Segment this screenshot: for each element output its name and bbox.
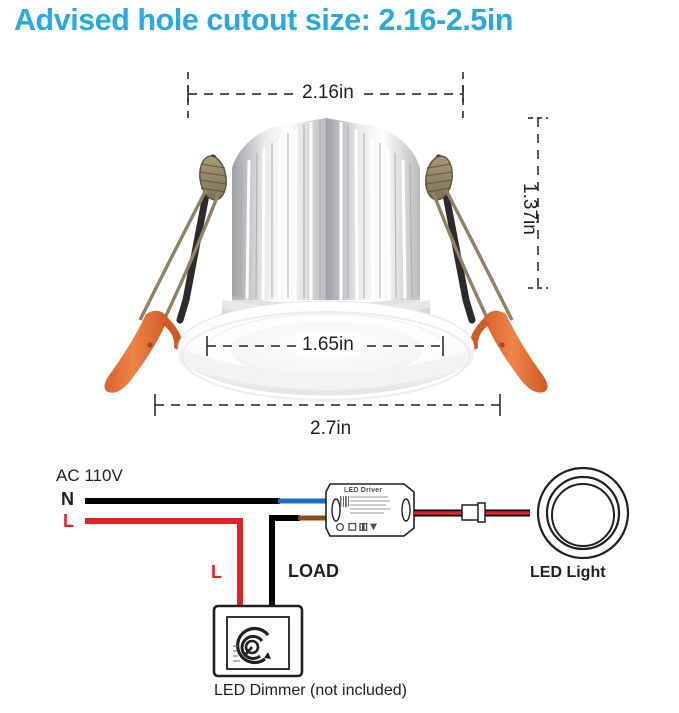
wire-live [85, 518, 243, 607]
driver-strain-relief-right [401, 498, 411, 522]
neutral-label: N [61, 489, 74, 509]
page-title: Advised hole cutout size: 2.16-2.5in [14, 2, 514, 37]
wire-load [269, 515, 330, 607]
live-branch-label: L [211, 562, 222, 582]
wire-driver-output [414, 502, 530, 523]
led-driver-label: LED Driver [344, 487, 383, 494]
spring-clip-right [425, 154, 548, 393]
led-dimmer-label: LED Dimmer (not included) [214, 682, 407, 699]
driver-barcode [340, 496, 349, 507]
dimension-label-outer-diameter: 2.7in [304, 418, 358, 440]
load-label: LOAD [288, 561, 339, 581]
led-light-symbol [536, 466, 630, 560]
driver-strain-relief-left [331, 498, 341, 522]
dimmer-knob-icon [236, 626, 271, 665]
led-driver [325, 483, 415, 537]
driver-spec-lines [350, 496, 391, 514]
dimmer-scale-marks [233, 645, 240, 662]
dimension-label-inner-diameter: 1.65in [296, 334, 360, 356]
dimension-label-top-width: 2.16in [296, 82, 360, 104]
led-dimmer [212, 604, 304, 678]
live-label: L [63, 511, 74, 531]
driver-certification-marks [335, 522, 387, 532]
wire-connector [461, 502, 486, 523]
ac-supply-label: AC 110V [56, 466, 123, 485]
spring-clip-left [104, 154, 227, 393]
led-light-label: LED Light [530, 564, 606, 581]
